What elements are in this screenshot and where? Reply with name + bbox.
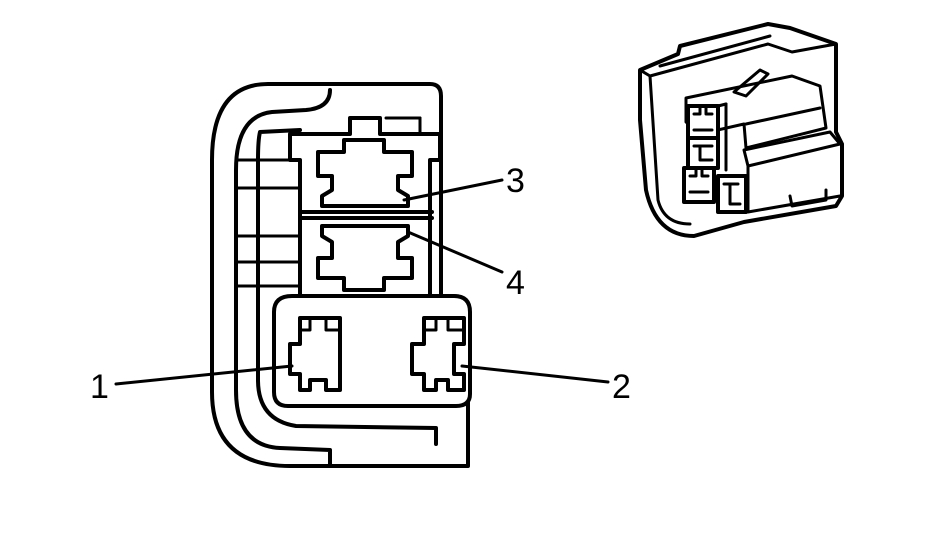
connector-face-view (210, 82, 472, 468)
leader-3 (402, 178, 504, 202)
iso-right-block (742, 130, 842, 168)
terminal-4 (316, 224, 414, 292)
callout-leaders (114, 178, 610, 386)
callout-pin-4: 4 (506, 264, 525, 302)
connector-inner-shell (234, 88, 332, 468)
iso-outer-body (638, 22, 844, 238)
iso-latch (732, 68, 770, 98)
terminal-3 (316, 138, 414, 208)
callout-pin-1: 1 (90, 368, 109, 406)
connector-isometric-view (638, 22, 844, 238)
iso-top-face (638, 42, 838, 78)
leader-1 (114, 364, 294, 386)
connector-inner-rim (256, 128, 438, 446)
terminal-2 (410, 316, 466, 392)
terminal-2-notch (422, 316, 466, 332)
iso-terminal-stack (682, 102, 748, 214)
terminal-1 (288, 316, 342, 392)
iso-front-rim (648, 74, 692, 226)
iso-top-ridge (658, 34, 772, 68)
iso-chamber-shelf (744, 106, 822, 126)
callout-pin-3: 3 (506, 162, 525, 200)
iso-foot (788, 188, 828, 208)
latch-ribs (234, 158, 302, 288)
connector-outer-shell (210, 82, 470, 468)
leader-4 (406, 230, 504, 274)
iso-terminal-3 (686, 104, 720, 140)
callout-pin-2: 2 (612, 368, 631, 406)
terminal-1-notch (298, 316, 342, 332)
iso-terminal-1 (682, 166, 716, 204)
iso-terminal-2 (716, 174, 748, 214)
iso-terminal-4 (686, 136, 720, 170)
leader-2 (460, 364, 610, 384)
